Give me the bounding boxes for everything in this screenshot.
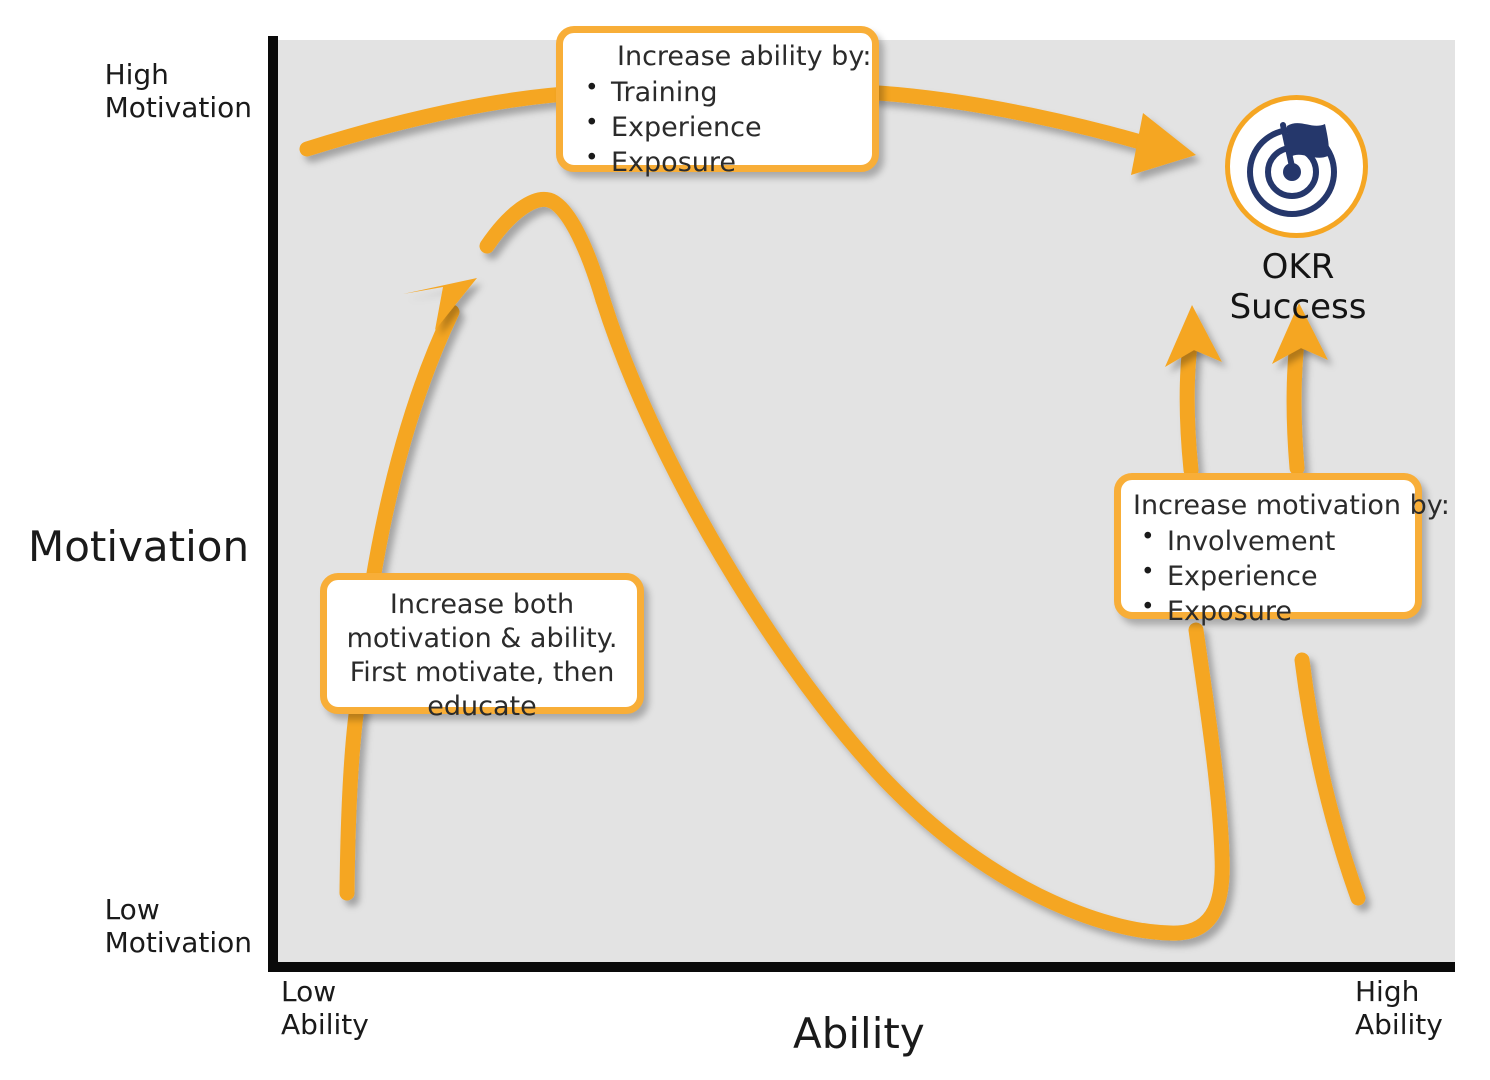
- callout-motivation-item: Involvement: [1133, 523, 1407, 559]
- callout-both-line: motivation & ability.: [346, 623, 618, 655]
- okr-success-label: OKR Success: [1229, 247, 1367, 327]
- y-axis-low-label: Low Motivation: [104, 893, 252, 960]
- callout-ability-item: Training: [577, 74, 862, 110]
- callout-increase-motivation[interactable]: Increase motivation by: Involvement Expe…: [1114, 473, 1450, 627]
- x-axis-high-label: High Ability: [1355, 975, 1443, 1042]
- callout-both-line: First motivate, then: [349, 657, 615, 689]
- callout-motivation-list: Involvement Experience Exposure: [1133, 523, 1407, 629]
- callout-motivation-title: Increase motivation by:: [1133, 490, 1450, 521]
- okr-success-badge[interactable]: [1225, 95, 1368, 238]
- y-axis-title: Motivation: [28, 522, 250, 571]
- callout-ability-title: Increase ability by:: [617, 41, 872, 72]
- callout-increase-ability[interactable]: Increase ability by: Training Experience…: [556, 26, 879, 178]
- callout-ability-list: Training Experience Exposure: [577, 74, 862, 180]
- callout-ability-item: Experience: [577, 109, 862, 145]
- x-axis-low-label: Low Ability: [281, 975, 369, 1042]
- callout-both-line: educate: [427, 691, 537, 723]
- target-flag-icon: [1247, 122, 1337, 217]
- x-axis-title: Ability: [793, 1009, 925, 1058]
- callout-ability-item: Exposure: [577, 144, 862, 180]
- y-axis-line: [268, 36, 278, 972]
- callout-both-line: Increase both: [389, 589, 575, 620]
- callout-increase-both[interactable]: Increase both motivation & ability. Firs…: [320, 573, 644, 722]
- y-axis-high-label: High Motivation: [104, 58, 252, 125]
- callout-motivation-item: Exposure: [1133, 593, 1407, 629]
- x-axis-line: [268, 962, 1455, 972]
- callout-motivation-item: Experience: [1133, 558, 1407, 594]
